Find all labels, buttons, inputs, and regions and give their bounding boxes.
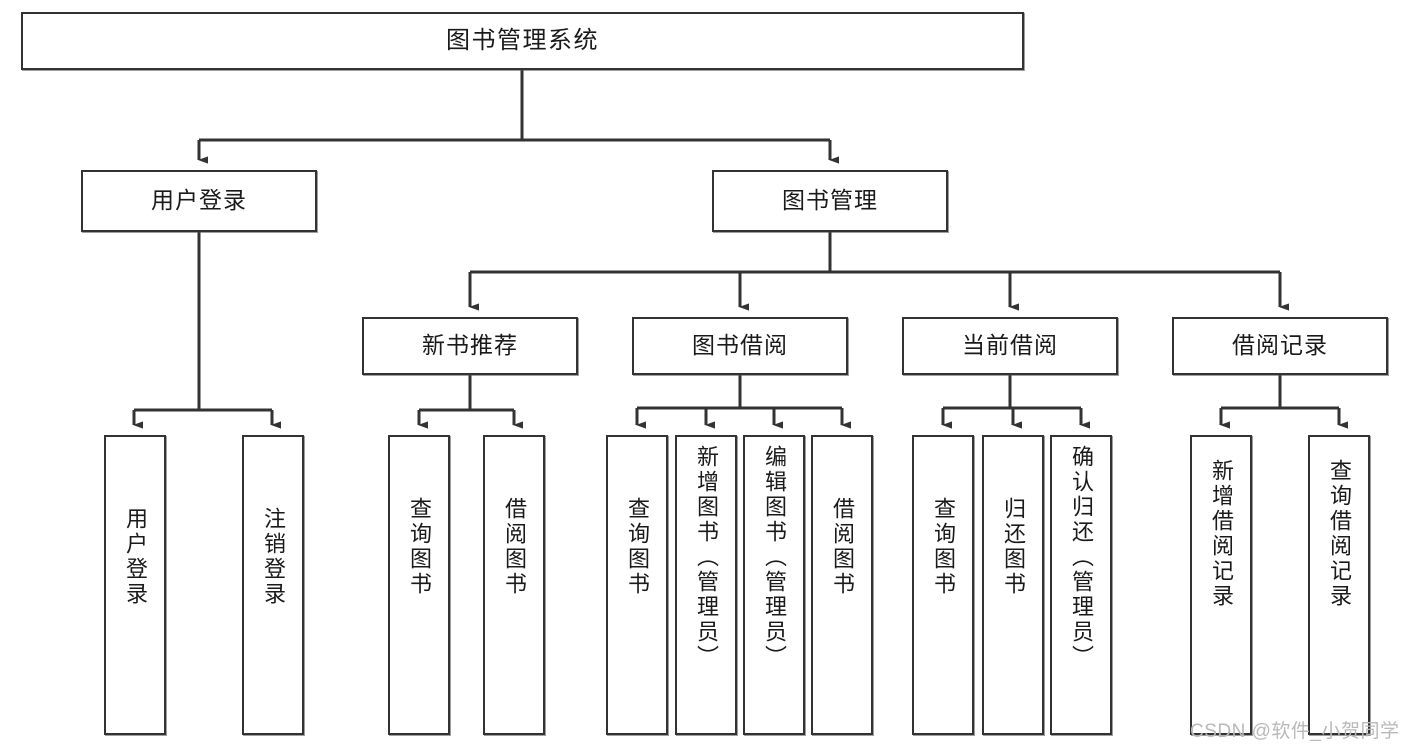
node-leaf-add-record-label: 新增借阅记录 — [1209, 459, 1234, 609]
node-leaf-user-login-label: 用户登录 — [123, 507, 148, 607]
node-leaf-query-book-1[interactable]: 查询图书 — [388, 435, 450, 735]
node-leaf-edit-book-label: 编辑图书（管理员） — [762, 445, 787, 670]
node-borrow-record[interactable]: 借阅记录 — [1172, 317, 1388, 375]
node-leaf-query-book-2-label: 查询图书 — [625, 497, 650, 597]
node-leaf-add-book-label: 新增图书（管理员） — [694, 445, 719, 670]
node-book-manage[interactable]: 图书管理 — [712, 170, 948, 232]
node-root[interactable]: 图书管理系统 — [21, 12, 1024, 70]
node-leaf-query-book-2[interactable]: 查询图书 — [606, 435, 668, 735]
node-leaf-confirm-return-label: 确认归还（管理员） — [1069, 445, 1094, 670]
node-leaf-user-logout[interactable]: 注销登录 — [242, 435, 304, 735]
node-leaf-borrow-book-1-label: 借阅图书 — [502, 497, 527, 597]
node-leaf-borrow-book-2-label: 借阅图书 — [830, 497, 855, 597]
node-leaf-borrow-book-1[interactable]: 借阅图书 — [483, 435, 545, 735]
node-new-book-rec-label: 新书推荐 — [422, 332, 518, 359]
node-current-borrow-label: 当前借阅 — [962, 332, 1058, 359]
node-leaf-user-logout-label: 注销登录 — [261, 507, 286, 607]
node-leaf-user-login[interactable]: 用户登录 — [104, 435, 166, 735]
node-root-label: 图书管理系统 — [446, 26, 599, 54]
node-leaf-query-record[interactable]: 查询借阅记录 — [1308, 435, 1370, 735]
csdn-watermark: CSDN @软件_小贺同学 — [1190, 721, 1400, 742]
node-leaf-add-record[interactable]: 新增借阅记录 — [1190, 435, 1252, 735]
node-leaf-add-book[interactable]: 新增图书（管理员） — [675, 435, 737, 735]
node-book-borrow-label: 图书借阅 — [692, 332, 788, 359]
node-leaf-query-record-label: 查询借阅记录 — [1327, 459, 1352, 609]
node-leaf-edit-book[interactable]: 编辑图书（管理员） — [743, 435, 805, 735]
node-leaf-confirm-return[interactable]: 确认归还（管理员） — [1050, 435, 1112, 735]
node-user-login-label: 用户登录 — [151, 187, 247, 214]
node-current-borrow[interactable]: 当前借阅 — [902, 317, 1118, 375]
node-book-borrow[interactable]: 图书借阅 — [632, 317, 848, 375]
node-borrow-record-label: 借阅记录 — [1232, 332, 1328, 359]
node-leaf-query-book-1-label: 查询图书 — [407, 497, 432, 597]
node-leaf-borrow-book-2[interactable]: 借阅图书 — [811, 435, 873, 735]
node-new-book-rec[interactable]: 新书推荐 — [362, 317, 578, 375]
node-user-login[interactable]: 用户登录 — [81, 170, 317, 232]
node-leaf-return-book[interactable]: 归还图书 — [982, 435, 1044, 735]
node-book-manage-label: 图书管理 — [782, 187, 878, 214]
node-leaf-query-book-3-label: 查询图书 — [931, 497, 956, 597]
node-leaf-return-book-label: 归还图书 — [1001, 497, 1026, 597]
node-leaf-query-book-3[interactable]: 查询图书 — [912, 435, 974, 735]
